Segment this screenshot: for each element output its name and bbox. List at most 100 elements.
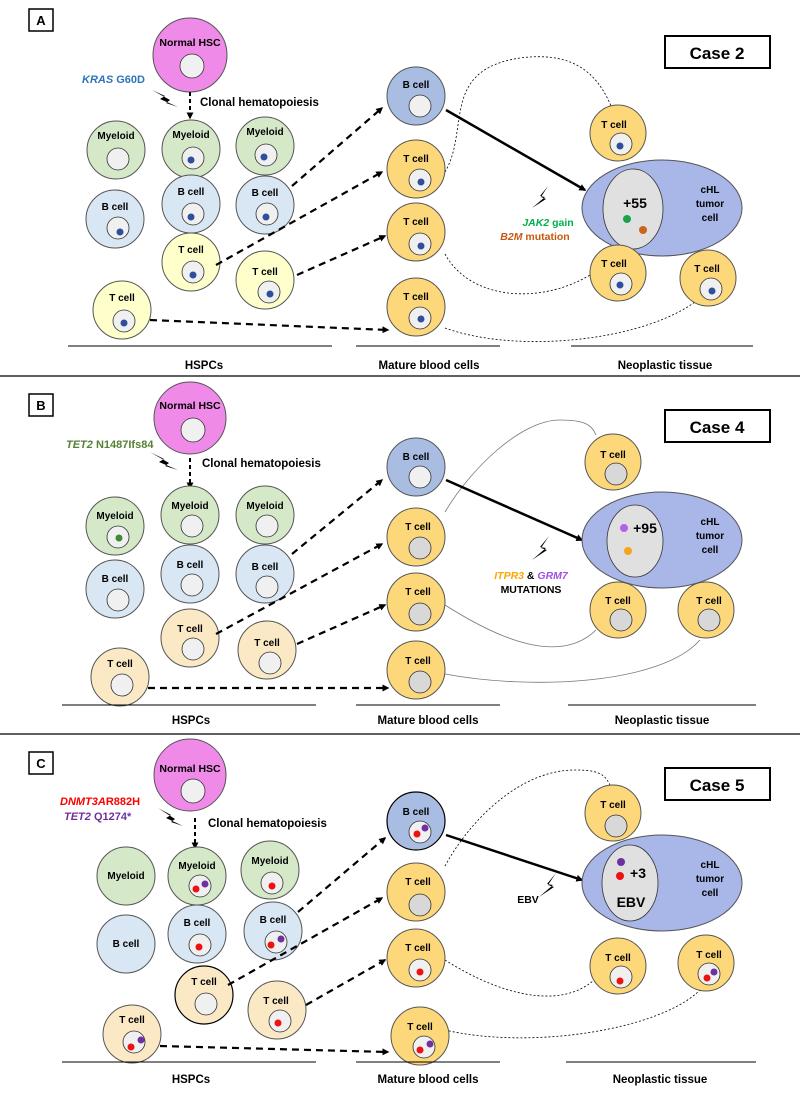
t-cell-label: T cell bbox=[119, 1015, 145, 1026]
mutation-label: TET2 Q1274* bbox=[64, 811, 132, 823]
mutation-dot bbox=[115, 534, 123, 542]
t-cell-neoplastic bbox=[589, 104, 647, 162]
nucleus bbox=[604, 462, 628, 486]
mutation-dot bbox=[268, 882, 276, 890]
nucleus bbox=[106, 147, 130, 171]
panel-letter: C bbox=[36, 756, 46, 771]
panel-a: A Case 2 Normal HSC KRAS G60D Clonal hem… bbox=[28, 8, 771, 372]
mutation-dot bbox=[616, 281, 624, 289]
t-cell-label: T cell bbox=[601, 120, 627, 131]
tumor-annotation: B2M mutation bbox=[500, 231, 569, 243]
mutation-dot bbox=[416, 1046, 424, 1054]
b-cell-progenitor bbox=[85, 559, 145, 619]
nucleus bbox=[408, 94, 432, 118]
lineage-curve bbox=[444, 56, 613, 173]
normal-hsc-label: Normal HSC bbox=[159, 400, 221, 412]
myeloid-label: Myeloid bbox=[172, 130, 209, 141]
nucleus bbox=[408, 465, 432, 489]
mutation-label: DNMT3AR882H bbox=[60, 796, 140, 808]
nucleus bbox=[255, 514, 279, 538]
normal-hsc-label: Normal HSC bbox=[159, 37, 221, 49]
nucleus bbox=[697, 608, 721, 632]
t-cell-neoplastic bbox=[589, 244, 647, 302]
nucleus bbox=[181, 202, 205, 226]
tumor-nucleus bbox=[606, 504, 664, 578]
differentiation-arrow bbox=[227, 897, 384, 986]
mutation-dot bbox=[137, 1036, 145, 1044]
lineage-curve bbox=[444, 253, 591, 295]
mutation-dot bbox=[616, 977, 624, 985]
differentiation-arrow bbox=[215, 171, 384, 266]
mutation-dot bbox=[703, 974, 711, 982]
panel-letter-box bbox=[28, 8, 54, 32]
b-cell-label: B cell bbox=[252, 562, 279, 573]
chl-label: cell bbox=[702, 888, 719, 899]
t-cell-label: T cell bbox=[405, 877, 431, 888]
t-cell-label: T cell bbox=[605, 596, 631, 607]
lineage-curve bbox=[444, 297, 701, 342]
nucleus bbox=[264, 930, 288, 954]
nucleus bbox=[181, 637, 205, 661]
nucleus bbox=[180, 417, 206, 443]
t-cell-neoplastic bbox=[677, 934, 735, 992]
mutation-dot bbox=[277, 935, 285, 943]
b-cell-label: B cell bbox=[113, 939, 140, 950]
case-label: Case 4 bbox=[690, 418, 745, 437]
t-cell-label: T cell bbox=[254, 638, 280, 649]
category-label-mature: Mature blood cells bbox=[379, 360, 480, 372]
category-label-neoplastic: Neoplastic tissue bbox=[615, 715, 710, 727]
myeloid-cell bbox=[85, 496, 145, 556]
b-cell-label: B cell bbox=[403, 80, 430, 91]
chl-label: tumor bbox=[696, 874, 724, 885]
chl-label: cHL bbox=[701, 185, 720, 196]
mutation-dot bbox=[120, 319, 128, 327]
tumor-annotation: JAK2 gain bbox=[522, 217, 573, 229]
nucleus bbox=[697, 962, 721, 986]
chl-label: tumor bbox=[696, 531, 724, 542]
lightning-icon bbox=[532, 536, 549, 560]
nucleus bbox=[258, 651, 282, 675]
myeloid-label: Myeloid bbox=[246, 127, 283, 138]
tumor-annotation: ITPR3 & GRM7 bbox=[494, 570, 569, 582]
nucleus bbox=[179, 53, 205, 79]
t-cell-label: T cell bbox=[109, 293, 135, 304]
b-cell-progenitor bbox=[167, 904, 227, 964]
tumor-value: +3 bbox=[630, 865, 646, 881]
mutation-dot bbox=[201, 880, 209, 888]
t-cell-label: T cell bbox=[694, 264, 720, 275]
panel-letter: B bbox=[36, 398, 45, 413]
differentiation-arrow bbox=[297, 837, 387, 913]
nucleus bbox=[408, 670, 432, 694]
t-cell-label: T cell bbox=[696, 950, 722, 961]
mutation-dot bbox=[417, 315, 425, 323]
mutation-dot bbox=[262, 213, 270, 221]
differentiation-arrow bbox=[296, 234, 387, 277]
differentiation-arrow bbox=[291, 107, 384, 187]
mutation-dot bbox=[116, 228, 124, 236]
t-cell-label: T cell bbox=[696, 596, 722, 607]
mutation-dot bbox=[417, 178, 425, 186]
mutation-dot bbox=[616, 142, 624, 150]
myeloid-label: Myeloid bbox=[107, 871, 144, 882]
t-cell-progenitor bbox=[237, 620, 297, 680]
t-cell-label: T cell bbox=[601, 259, 627, 270]
b-cell-label: B cell bbox=[177, 560, 204, 571]
nucleus bbox=[194, 992, 218, 1016]
panel-letter-box bbox=[28, 393, 54, 417]
mutation-dot bbox=[620, 524, 628, 532]
chl-label: tumor bbox=[696, 199, 724, 210]
panel-b: B Case 4 Normal HSC TET2 N1487Ifs84 Clon… bbox=[28, 381, 771, 727]
nucleus bbox=[609, 608, 633, 632]
t-cell-label: T cell bbox=[407, 1022, 433, 1033]
mutation-dot bbox=[417, 242, 425, 250]
mutation-dot bbox=[416, 968, 424, 976]
mutation-dot bbox=[260, 153, 268, 161]
panel-letter-box bbox=[28, 751, 54, 775]
clonal-hematopoiesis-label: Clonal hematopoiesis bbox=[202, 458, 321, 470]
case-label-box bbox=[664, 35, 771, 69]
case-label-box bbox=[664, 767, 771, 801]
normal-hsc-cell bbox=[153, 738, 227, 812]
mutation-dot bbox=[708, 287, 716, 295]
t-cell-label: T cell bbox=[405, 587, 431, 598]
